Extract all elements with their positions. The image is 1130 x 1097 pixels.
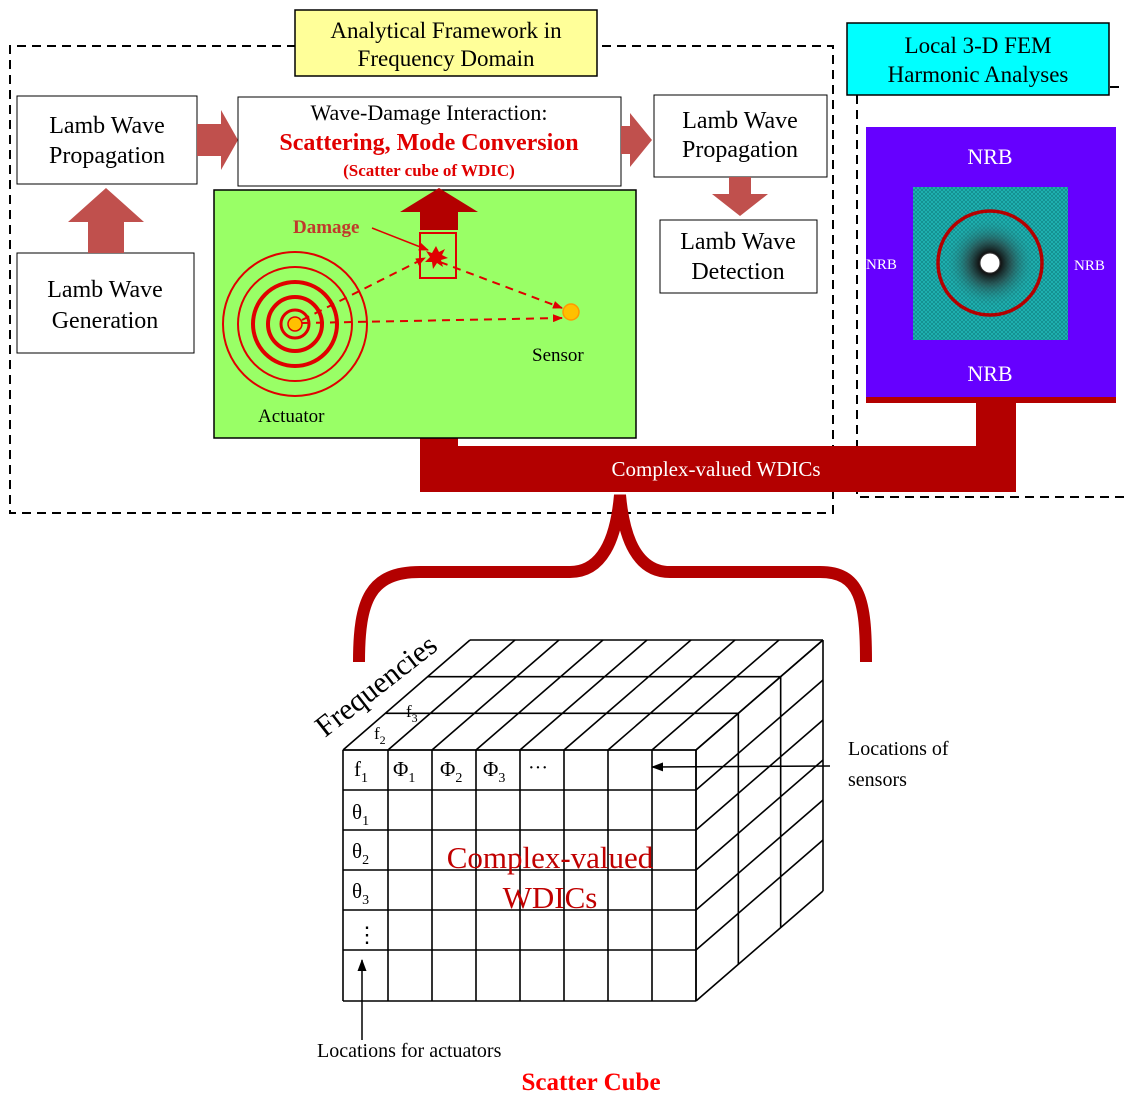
theta1-label: θ1 [352,800,369,829]
path-actuator-to-sensor [301,314,563,324]
phi3-label: Φ3 [483,757,505,786]
cube-center-line2: WDICs [503,880,598,915]
theta-more-label: ⋮ [356,922,378,947]
sensors-label-line2: sensors [848,769,907,791]
wave-ring-4 [237,266,353,382]
fem-panel: NRB NRB NRB NRB [866,127,1116,403]
nrb-left-label: NRB [866,257,897,273]
phi-more-label: ··· [528,757,548,779]
arrow-generation-to-propagation [68,188,144,253]
framework-title-line1: Analytical Framework in [330,18,562,43]
cube-grid-line [695,719,824,831]
box-wave-damage-interaction: Wave-Damage Interaction: Scattering, Mod… [237,96,622,187]
cube-grid-line [387,639,516,751]
actuator-dot [287,316,303,332]
actuators-label: Locations for actuators [317,1040,502,1062]
cube-grid-line [519,639,648,751]
cube-grid-line [695,890,824,1002]
fem-framework-boundary [856,86,1130,498]
wave-ring-1 [279,308,311,340]
f3-label: f3 [406,702,418,725]
box-propagation-right: Lamb Wave Propagation [653,94,828,178]
sensors-label-line1: Locations of [848,738,949,760]
sensor-label: Sensor [532,345,584,366]
propagation-left-line1: Lamb Wave [49,113,165,139]
propagation-right-line2: Propagation [682,137,798,163]
detection-line2: Detection [691,259,784,285]
arrow-interaction-to-propagation [621,113,652,167]
path-actuator-to-damage [301,257,426,321]
cube-grid-line [695,839,824,951]
path-damage-to-sensor [439,261,563,309]
link-label: Complex-valued WDICs [612,457,821,481]
cube-grid-line [695,799,824,911]
interaction-line3: (Scatter cube of WDIC) [343,161,515,180]
fem-interface-ring [936,209,1044,317]
cube-grid-line [695,759,824,871]
interaction-line1: Wave-Damage Interaction: [310,100,547,125]
damage-pointer [371,227,429,251]
interaction-line2: Scattering, Mode Conversion [279,130,578,156]
cube-grid-line [695,679,824,791]
box-detection: Lamb Wave Detection [659,219,818,294]
cube-grid-line [563,639,692,751]
theta2-label: θ2 [352,839,369,868]
cube-brace [353,494,872,663]
framework-title-box: Analytical Framework in Frequency Domain [294,9,598,77]
nrb-bottom-label: NRB [967,361,1012,386]
phi2-label: Φ2 [440,757,462,786]
f2-label: f2 [374,724,386,747]
arrow-wdic-into-interaction [400,188,478,230]
propagation-right-line1: Lamb Wave [682,108,798,134]
wave-ring-3 [251,280,339,368]
sensor-dot [562,303,580,321]
fem-damage-hole [979,252,1001,274]
generation-line1: Lamb Wave [47,277,163,303]
cube-center-line1: Complex-valued [447,840,654,875]
scatter-cube-grid [342,639,824,1002]
fem-title-line2: Harmonic Analyses [888,62,1069,87]
arrow-propagation-to-interaction [197,110,238,170]
f1-label: f1 [354,757,368,786]
cube-grid-line [607,639,736,751]
wdic-link-band: Complex-valued WDICs [420,278,1016,492]
arrow-propagation-to-detection [712,177,768,216]
damage-region [419,232,457,279]
generation-line2: Generation [52,308,159,334]
damage-label: Damage [293,217,359,238]
box-propagation-left: Lamb Wave Propagation [16,95,198,185]
detection-line1: Lamb Wave [680,229,796,255]
wave-ring-outer [222,251,368,397]
cube-grid-line [431,639,560,751]
propagation-left-line2: Propagation [49,143,165,169]
phi1-label: Φ1 [393,757,415,786]
cube-grid-line [475,639,604,751]
plate-schematic: Damage Sensor Actuator [213,189,637,439]
nrb-right-label: NRB [1074,258,1105,274]
sensors-pointer [651,762,831,772]
box-generation: Lamb Wave Generation [16,252,195,354]
scatter-cube-labels: Frequencies f3 f2 f1 Φ1 Φ2 Φ3 ··· θ1 θ2 … [309,628,949,1096]
fem-title-box: Local 3-D FEM Harmonic Analyses [846,22,1110,96]
nrb-top-label: NRB [967,144,1012,169]
wave-ring-2 [266,295,324,353]
cube-grid-line [695,639,824,751]
actuator-label: Actuator [258,406,325,427]
scatter-cube-caption: Scatter Cube [521,1069,660,1096]
cube-grid-line [342,639,471,751]
cube-grid-line [651,639,780,751]
damage-burst-icon [425,246,448,269]
theta3-label: θ3 [352,879,369,908]
fem-title-line1: Local 3-D FEM [905,33,1052,58]
framework-title-line2: Frequency Domain [358,46,535,71]
